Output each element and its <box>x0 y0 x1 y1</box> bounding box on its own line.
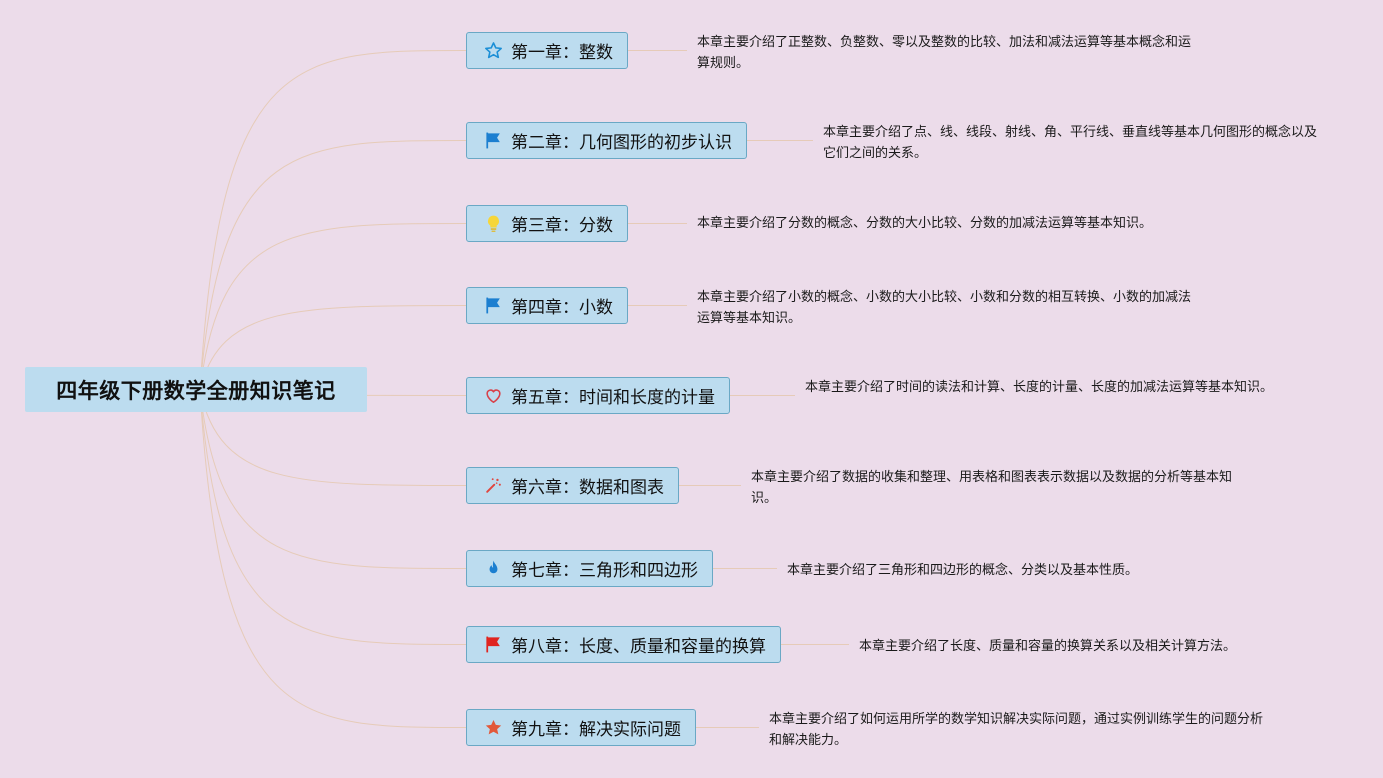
chapter-title: 第九章：解决实际问题 <box>511 720 681 740</box>
chapter-description-5: 本章主要介绍了时间的读法和计算、长度的计量、长度的加减法运算等基本知识。 <box>805 380 1274 395</box>
chapter-description-3: 本章主要介绍了分数的概念、分数的大小比较、分数的加减法运算等基本知识。 <box>697 216 1153 231</box>
chapter-node-8[interactable]: 第八章：长度、质量和容量的换算 <box>466 626 781 663</box>
chapter-title: 第五章：时间和长度的计量 <box>511 388 715 408</box>
chapter-node-1[interactable]: 第一章：整数 <box>466 32 628 69</box>
chapter-title: 第八章：长度、质量和容量的换算 <box>511 637 766 657</box>
chapter-title: 第二章：几何图形的初步认识 <box>511 133 732 153</box>
red-flag-icon <box>484 635 503 654</box>
magic-wand-icon <box>484 476 503 495</box>
connector-line <box>199 50 467 391</box>
chapter-node-3[interactable]: 第三章：分数 <box>466 205 628 242</box>
chapter-node-2[interactable]: 第二章：几何图形的初步认识 <box>466 122 747 159</box>
root-node[interactable]: 四年级下册数学全册知识笔记 <box>25 367 367 412</box>
chapter-title: 第七章：三角形和四边形 <box>511 561 698 581</box>
chapter-description-7: 本章主要介绍了三角形和四边形的概念、分类以及基本性质。 <box>787 563 1139 578</box>
lightbulb-icon <box>484 214 503 233</box>
blue-flag-icon <box>484 131 503 150</box>
chapter-description-4: 本章主要介绍了小数的概念、小数的大小比较、小数和分数的相互转换、小数的加减法运算… <box>697 290 1192 326</box>
star-filled-icon <box>484 718 503 737</box>
chapter-node-5[interactable]: 第五章：时间和长度的计量 <box>466 377 730 414</box>
chapter-description-9: 本章主要介绍了如何运用所学的数学知识解决实际问题，通过实例训练学生的问题分析和解… <box>769 712 1264 748</box>
chapter-description-8: 本章主要介绍了长度、质量和容量的换算关系以及相关计算方法。 <box>859 639 1237 654</box>
connector-line <box>199 223 467 391</box>
chapter-node-9[interactable]: 第九章：解决实际问题 <box>466 709 696 746</box>
chapter-description-6: 本章主要介绍了数据的收集和整理、用表格和图表表示数据以及数据的分析等基本知识。 <box>751 470 1233 506</box>
connector-line <box>199 389 467 486</box>
chapter-description-1: 本章主要介绍了正整数、负整数、零以及整数的比较、加法和减法运算等基本概念和运算规… <box>697 35 1192 71</box>
chapter-description-2: 本章主要介绍了点、线、线段、射线、角、平行线、垂直线等基本几何图形的概念以及它们… <box>823 125 1318 161</box>
connector-line <box>199 389 467 645</box>
chapter-title: 第三章：分数 <box>511 216 613 236</box>
chapter-title: 第一章：整数 <box>511 43 613 63</box>
star-outline-icon <box>484 41 503 60</box>
chapter-title: 第四章：小数 <box>511 298 613 318</box>
chapter-title: 第六章：数据和图表 <box>511 478 664 498</box>
heart-outline-icon <box>484 386 503 405</box>
connector-line <box>199 389 467 569</box>
chapter-node-6[interactable]: 第六章：数据和图表 <box>466 467 679 504</box>
blue-flag-icon <box>484 296 503 315</box>
flame-icon <box>484 559 503 578</box>
chapter-node-4[interactable]: 第四章：小数 <box>466 287 628 324</box>
connector-line <box>199 305 467 391</box>
connector-line <box>199 140 467 391</box>
connector-line <box>199 389 467 728</box>
chapter-node-7[interactable]: 第七章：三角形和四边形 <box>466 550 713 587</box>
